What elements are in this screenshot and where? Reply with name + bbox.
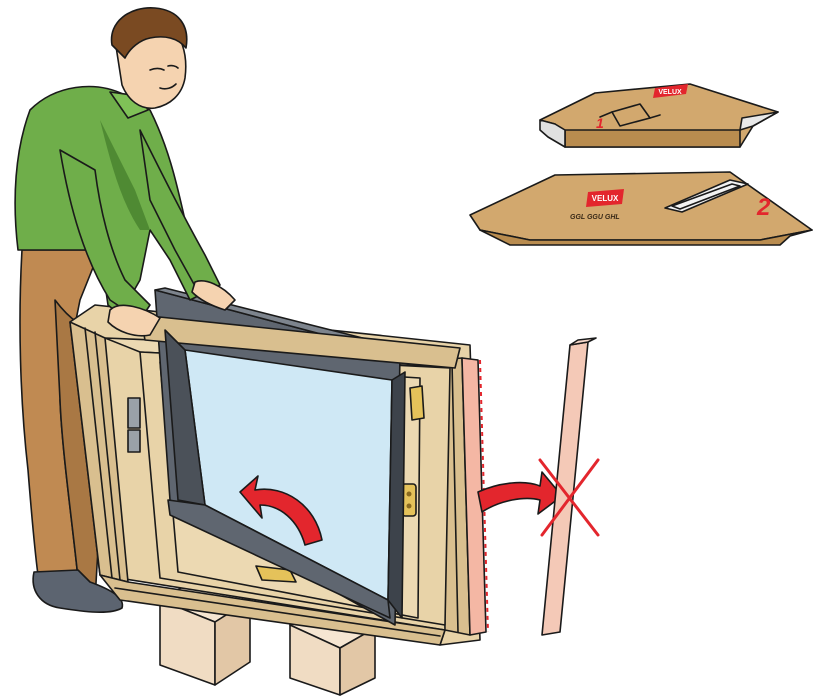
lid-2-small-print: GGL GGU GHL [570, 214, 620, 221]
svg-text:VELUX: VELUX [658, 89, 682, 96]
hinge-bracket-left [128, 398, 140, 452]
svg-text:VELUX: VELUX [592, 194, 619, 203]
remove-strip-arrow-icon [478, 472, 562, 514]
hinge-bracket-right-upper [410, 386, 424, 420]
box-lid-1: VELUX 1 [540, 84, 778, 147]
lid-1-number: 1 [596, 115, 604, 131]
velux-logo-lid-2: VELUX [586, 189, 624, 207]
box-lid-2: VELUX GGL GGU GHL 2 [470, 172, 812, 245]
lid-2-number: 2 [756, 194, 771, 221]
